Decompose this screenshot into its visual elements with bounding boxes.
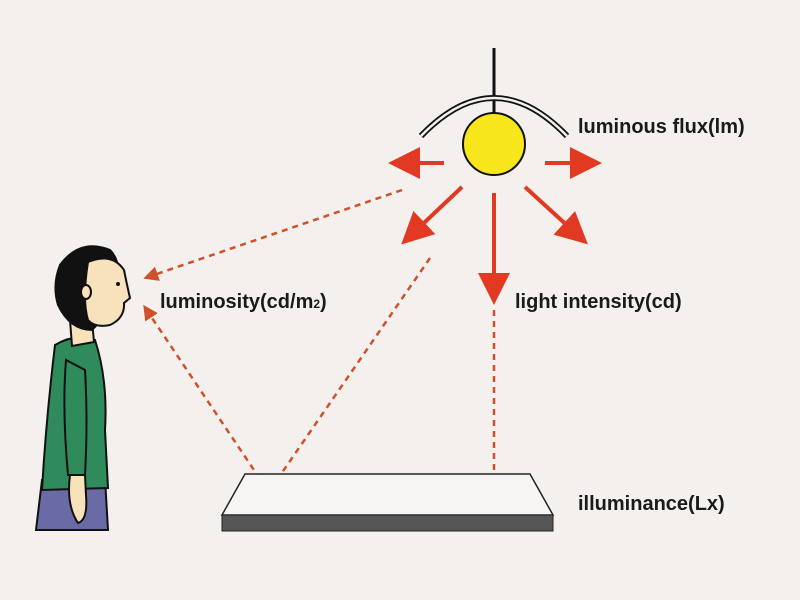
arrow-down-right [523,185,588,245]
lamp [418,48,570,176]
ray-lamp-to-eye [143,188,403,281]
label-luminous-flux: luminous flux(lm) [578,116,745,138]
ray-lamp-to-table [268,257,432,491]
person-face [84,257,132,327]
label-illuminance: illuminance(Lx) [578,493,725,515]
dashed-rays [143,188,502,499]
ray-table-to-eye [143,304,268,489]
person-arm [63,358,88,476]
person-hand [68,474,88,525]
person [34,245,132,531]
arrow-down-left [401,185,464,245]
label-luminosity: luminosity(cd/m2) [160,291,327,313]
flux-arrows [388,147,602,305]
light-bulb [462,112,526,176]
table-surface [220,473,555,532]
label-light-intensity: light intensity(cd) [515,291,682,313]
